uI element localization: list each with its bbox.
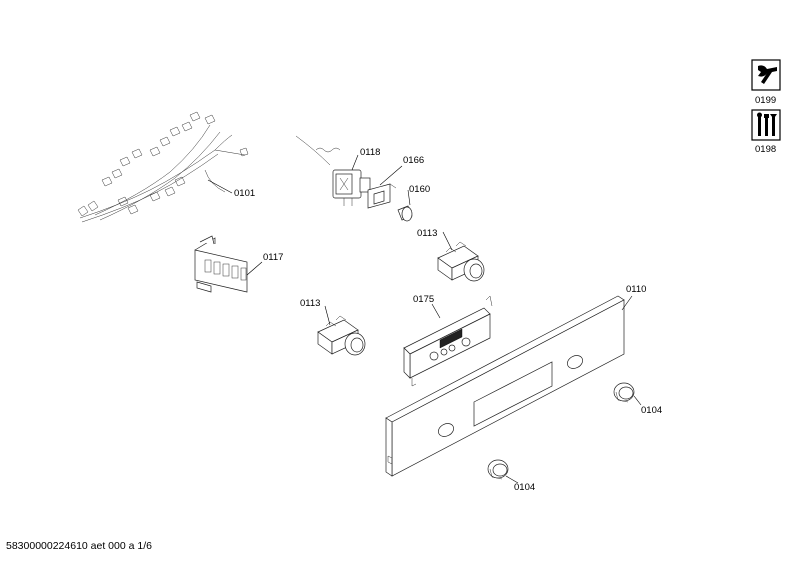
terminal-block-part[interactable] — [194, 235, 263, 293]
label-0175: 0175 — [413, 294, 434, 305]
bracket-part[interactable] — [367, 165, 403, 209]
document-id-footer: 58300000224610 aet 000 a 1/6 — [6, 540, 152, 552]
label-0113-upper: 0113 — [417, 228, 437, 239]
label-0166: 0166 — [403, 155, 424, 166]
control-panel-part[interactable] — [385, 295, 633, 477]
label-0101: 0101 — [234, 188, 255, 199]
label-0160: 0160 — [409, 184, 430, 195]
label-0104-right: 0104 — [641, 405, 662, 416]
electronic-module-part[interactable] — [403, 295, 493, 387]
label-0117: 0117 — [263, 252, 283, 263]
label-0199: 0199 — [755, 95, 776, 106]
tools-icon — [757, 112, 777, 136]
label-0118: 0118 — [360, 147, 380, 158]
wrench-icon — [758, 65, 777, 84]
thermostat-part[interactable] — [295, 135, 371, 206]
selector-switch-lower[interactable] — [317, 305, 366, 356]
label-0198: 0198 — [755, 144, 776, 155]
knob-ring-bottom[interactable] — [487, 459, 519, 484]
label-0110: 0110 — [626, 284, 646, 295]
knob-ring-right[interactable] — [613, 382, 642, 406]
cap-part[interactable] — [397, 189, 413, 222]
selector-switch-upper[interactable] — [437, 231, 485, 282]
label-0113-lower: 0113 — [300, 298, 320, 309]
label-0104-bottom: 0104 — [514, 482, 535, 493]
service-icon-0198[interactable] — [751, 109, 781, 141]
service-icon-0199[interactable] — [751, 59, 781, 91]
wiring-harness-part[interactable] — [77, 111, 249, 223]
